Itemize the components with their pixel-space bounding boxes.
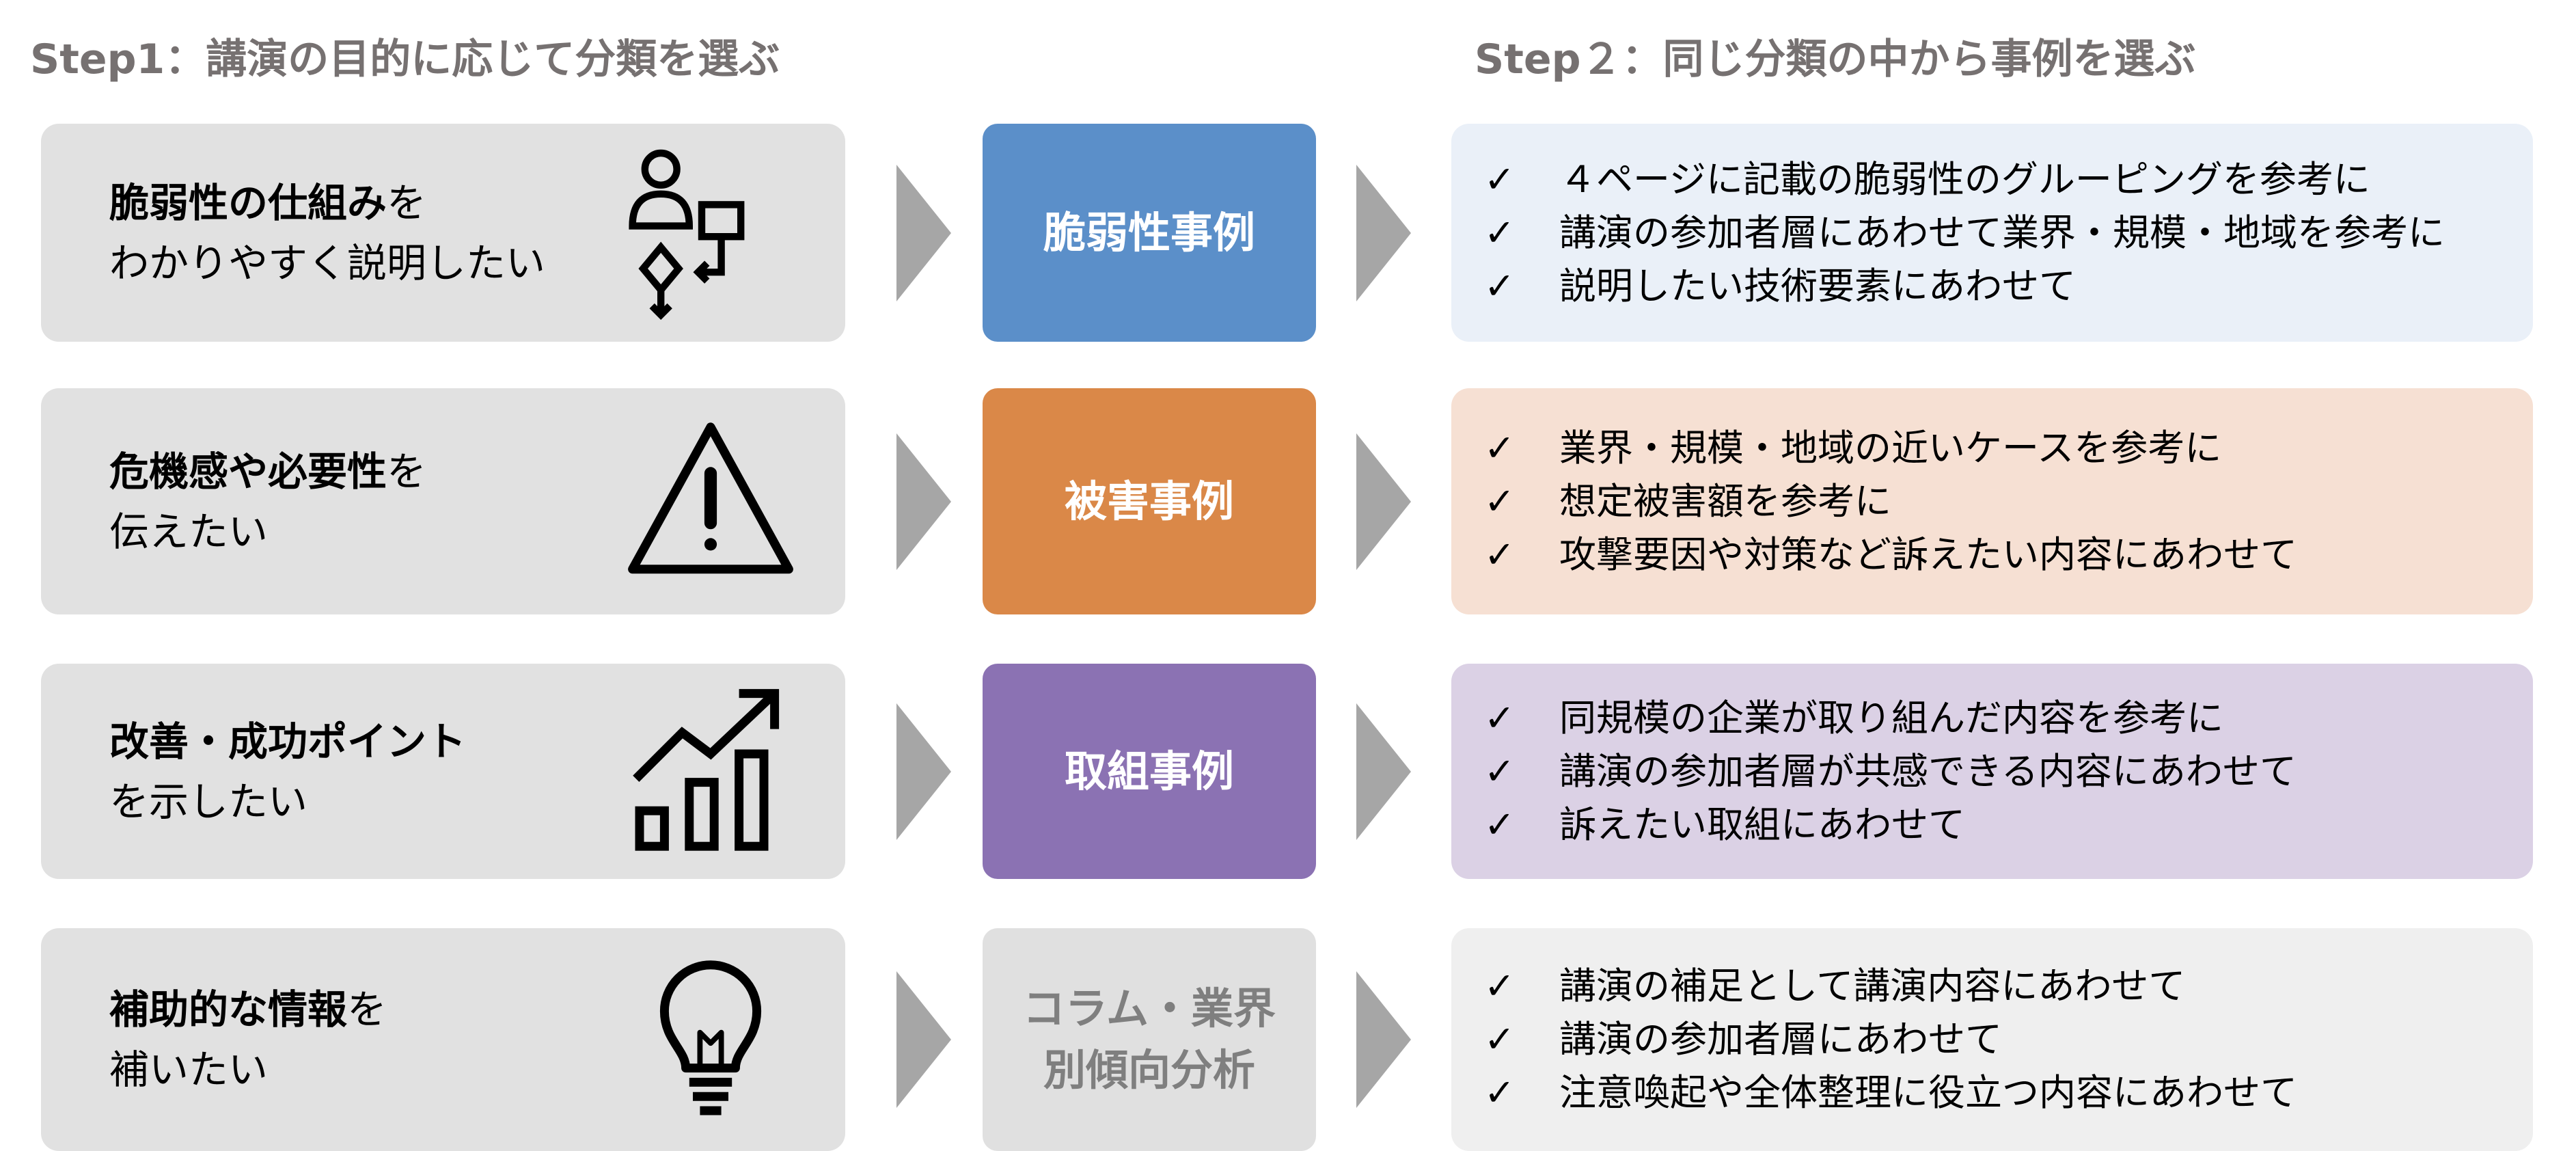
tip-item: ✓注意喚起や全体整理に役立つ内容にあわせて xyxy=(1484,1066,2533,1120)
tips-box: ✓業界・規模・地域の近いケースを参考に ✓想定被害額を参考に ✓攻撃要因や対策な… xyxy=(1451,388,2533,614)
category-vulnerability: 脆弱性事例 xyxy=(983,124,1316,342)
check-icon: ✓ xyxy=(1484,696,1516,740)
arrow-icon xyxy=(896,164,951,301)
purpose-bold: 危機感や必要性 xyxy=(109,448,387,495)
check-icon: ✓ xyxy=(1484,1018,1516,1061)
tip-item: ✓４ページに記載の脆弱性のグルーピングを参考に xyxy=(1484,153,2533,206)
check-icon: ✓ xyxy=(1484,802,1516,846)
step1-title: Step1：講演の目的に応じて分類を選ぶ xyxy=(30,36,780,83)
tips-box: ✓同規模の企業が取り組んだ内容を参考に ✓講演の参加者層が共感できる内容にあわせ… xyxy=(1451,664,2533,879)
purpose-box: 危機感や必要性を伝えたい xyxy=(41,388,845,614)
tips-box: ✓講演の補足として講演内容にあわせて ✓講演の参加者層にあわせて ✓注意喚起や全… xyxy=(1451,928,2533,1151)
category-damage: 被害事例 xyxy=(983,388,1316,614)
check-icon: ✓ xyxy=(1484,964,1516,1007)
flowchart-icon xyxy=(629,149,745,320)
arrow-icon xyxy=(896,703,951,840)
check-icon: ✓ xyxy=(1484,1071,1516,1114)
category-initiative: 取組事例 xyxy=(983,664,1316,879)
check-icon: ✓ xyxy=(1484,157,1516,201)
purpose-rest: を xyxy=(347,986,387,1033)
purpose-line2: 補いたい xyxy=(109,1046,269,1093)
purpose-line2: 伝えたい xyxy=(109,508,269,555)
tip-item: ✓講演の補足として講演内容にあわせて xyxy=(1484,960,2533,1013)
tip-item: ✓講演の参加者層にあわせて xyxy=(1484,1013,2533,1066)
check-icon: ✓ xyxy=(1484,211,1516,254)
purpose-rest: を xyxy=(387,448,427,495)
arrow-icon xyxy=(896,433,951,570)
lightbulb-icon xyxy=(659,960,762,1115)
arrow-icon xyxy=(1356,164,1411,301)
check-icon: ✓ xyxy=(1484,749,1516,793)
purpose-box: 改善・成功ポイントを示したい xyxy=(41,664,845,879)
check-icon: ✓ xyxy=(1484,532,1516,576)
tips-box: ✓４ページに記載の脆弱性のグルーピングを参考に ✓講演の参加者層にあわせて業界・… xyxy=(1451,124,2533,342)
purpose-line2: を示したい xyxy=(109,778,308,825)
purpose-bold: 改善・成功ポイント xyxy=(109,718,467,765)
row-damage: 危機感や必要性を伝えたい 被害事例 ✓業界・規模・地域の近いケースを参考に ✓想… xyxy=(0,388,2576,614)
step2-title: Step２：同じ分類の中から事例を選ぶ xyxy=(1475,36,2196,83)
growth-chart-icon xyxy=(633,688,780,851)
purpose-box: 補助的な情報を補いたい xyxy=(41,928,845,1151)
check-icon: ✓ xyxy=(1484,264,1516,308)
tip-item: ✓攻撃要因や対策など訴えたい内容にあわせて xyxy=(1484,528,2533,582)
tip-item: ✓説明したい技術要素にあわせて xyxy=(1484,260,2533,313)
row-vulnerability: 脆弱性の仕組みをわかりやすく説明したい 脆弱性事例 ✓４ページに記載の脆弱性のグ… xyxy=(0,124,2576,342)
arrow-icon xyxy=(1356,971,1411,1108)
tip-item: ✓同規模の企業が取り組んだ内容を参考に xyxy=(1484,692,2533,745)
arrow-icon xyxy=(1356,703,1411,840)
tip-item: ✓業界・規模・地域の近いケースを参考に xyxy=(1484,422,2533,475)
check-icon: ✓ xyxy=(1484,479,1516,523)
row-column: 補助的な情報を補いたい コラム・業界別傾向分析 ✓講演の補足として講演内容にあわ… xyxy=(0,928,2576,1151)
arrow-icon xyxy=(896,971,951,1108)
check-icon: ✓ xyxy=(1484,426,1516,470)
tip-item: ✓想定被害額を参考に xyxy=(1484,475,2533,528)
warning-icon xyxy=(628,422,793,573)
purpose-line2: わかりやすく説明したい xyxy=(109,239,546,286)
purpose-bold: 補助的な情報 xyxy=(109,986,348,1033)
purpose-box: 脆弱性の仕組みをわかりやすく説明したい xyxy=(41,124,845,342)
arrow-icon xyxy=(1356,433,1411,570)
category-column: コラム・業界別傾向分析 xyxy=(983,928,1316,1151)
row-initiative: 改善・成功ポイントを示したい 取組事例 ✓同規模の企業が取り組んだ内容を参考に … xyxy=(0,664,2576,879)
tip-item: ✓講演の参加者層が共感できる内容にあわせて xyxy=(1484,745,2533,798)
tip-item: ✓訴えたい取組にあわせて xyxy=(1484,798,2533,852)
purpose-rest: を xyxy=(387,179,427,226)
purpose-bold: 脆弱性の仕組み xyxy=(109,179,387,226)
tip-item: ✓講演の参加者層にあわせて業界・規模・地域を参考に xyxy=(1484,206,2533,260)
